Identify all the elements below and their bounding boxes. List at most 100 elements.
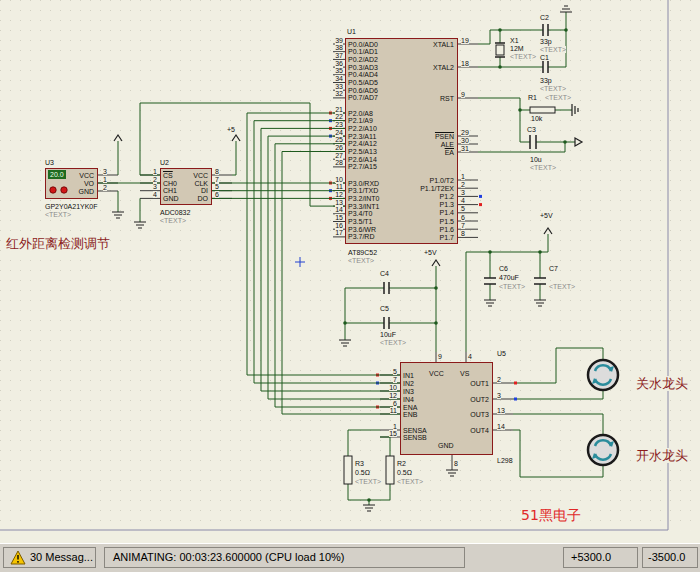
pin-number: 5 — [393, 368, 397, 375]
pin-number: 35 — [335, 67, 343, 74]
sheet-border — [0, 0, 668, 530]
pin-name: P0.5/AD5 — [348, 79, 378, 86]
motor-symbol — [588, 360, 618, 465]
pin-number: 2 — [461, 181, 465, 188]
pin-name: DI — [201, 187, 208, 194]
component-label: C3 — [527, 126, 536, 133]
crystal-symbol — [496, 45, 504, 55]
pin-number: 3 — [153, 183, 157, 190]
pin-number: 27 — [335, 152, 343, 159]
ic-chip: U320.0VCCVOGNDGP2Y0A21YK0F<TEXT> — [45, 168, 98, 199]
pin-name: P1.3 — [440, 201, 454, 208]
junction-dots — [343, 28, 568, 502]
component-label: +5 — [227, 126, 235, 133]
pin-number: 2 — [153, 176, 157, 183]
pin-number: 2 — [497, 376, 501, 383]
ground-symbol — [112, 6, 578, 511]
pin-name: ALE — [441, 141, 454, 148]
pin-name: P1.6 — [440, 226, 454, 233]
wire-connector — [212, 190, 345, 191]
pin-name: GND — [78, 188, 94, 195]
pin-number: 7 — [393, 376, 397, 383]
pin-number: 2 — [103, 184, 107, 191]
pin-name: IN1 — [403, 372, 414, 379]
logic-state-mark — [479, 203, 482, 206]
component-label: C7 — [549, 265, 558, 272]
ic-chip: U1P0.0/AD0P0.1/AD1P0.2/AD2P0.3/AD3P0.4/A… — [345, 38, 458, 244]
junction-dot — [488, 250, 492, 254]
text-placeholder: <TEXT> — [380, 339, 406, 346]
component-label: R3 — [355, 460, 364, 467]
pin-number: 23 — [335, 121, 343, 128]
component-label: R2 — [397, 460, 406, 467]
status-panel — [643, 548, 698, 568]
pin-number: 4 — [468, 353, 472, 360]
component-label: C6 — [499, 265, 508, 272]
junction-dot — [498, 65, 502, 69]
pin-number: 36 — [335, 60, 343, 67]
text-placeholder: <TEXT> — [540, 85, 566, 92]
pin-name: CLK — [194, 180, 208, 187]
pin-name: P2.4/A12 — [348, 140, 377, 147]
part-type: VCC — [429, 370, 444, 377]
pin-name: OUT4 — [470, 427, 489, 434]
pin-name: P1.2 — [440, 193, 454, 200]
grid-dots — [0, 0, 700, 530]
pin-name: IN3 — [403, 388, 414, 395]
pin-name: P0.1/AD1 — [348, 48, 378, 55]
pin-number: 19 — [461, 37, 469, 44]
logic-state-mark — [479, 195, 482, 198]
pin-number: 30 — [461, 137, 469, 144]
pin-name: CS — [163, 172, 173, 179]
component-label: 33p — [540, 38, 552, 45]
pin-number: 3 — [497, 392, 501, 399]
pin-name: DO — [198, 195, 209, 202]
component-label: +5V — [540, 212, 553, 219]
pin-name: ENA — [403, 404, 417, 411]
pin-number: 1 — [103, 176, 107, 183]
pin-number: 17 — [335, 229, 343, 236]
pin-number: 13 — [497, 407, 505, 414]
pin-name: VCC — [193, 172, 208, 179]
junction-dot — [367, 498, 371, 502]
pin-name: SENSA — [403, 427, 427, 434]
status-bar — [0, 543, 700, 572]
pin-number: 8 — [454, 460, 458, 467]
wire-connector — [212, 198, 345, 199]
watermark: 51黑电子 — [521, 507, 581, 523]
pin-name: CH0 — [163, 180, 177, 187]
component-label: +5V — [424, 249, 437, 256]
component-label: C2 — [540, 14, 549, 21]
pin-name: XTAL2 — [433, 64, 454, 71]
pin-number: 4 — [153, 191, 157, 198]
pin-number: 31 — [461, 145, 469, 152]
component-label: C4 — [380, 270, 389, 277]
pin-name: P0.3/AD3 — [348, 64, 378, 71]
display-readout: 20.0 — [48, 170, 66, 179]
pin-number: 15 — [389, 430, 397, 437]
pin-name: P3.1/TXD — [348, 187, 378, 194]
origin-marker — [295, 257, 305, 267]
logic-state-mark — [514, 382, 517, 385]
status-panel — [4, 548, 96, 568]
text-placeholder: <TEXT> — [540, 46, 566, 53]
pin-name: VO — [84, 180, 94, 187]
wire-connector — [140, 103, 345, 206]
pin-name: CH1 — [163, 187, 177, 194]
pin-name: VCC — [79, 172, 94, 179]
part-reference: U5 — [497, 350, 506, 357]
pin-name: XTAL1 — [433, 41, 454, 48]
annotation-note: 关水龙头 — [636, 376, 688, 391]
pin-name: P2.0/A8 — [348, 110, 373, 117]
pin-name: GND — [163, 195, 179, 202]
junction-dot — [498, 28, 502, 32]
junction-dot — [518, 108, 522, 112]
pin-name: P3.3/INT1 — [348, 203, 380, 210]
annotation-note: 开水龙头 — [636, 448, 688, 463]
pin-number: 4 — [461, 197, 465, 204]
warning-icon — [11, 551, 25, 564]
text-placeholder: <TEXT> — [160, 217, 186, 224]
pin-number: 28 — [335, 159, 343, 166]
pin-number: 37 — [335, 52, 343, 59]
pin-name: OUT3 — [470, 411, 489, 418]
